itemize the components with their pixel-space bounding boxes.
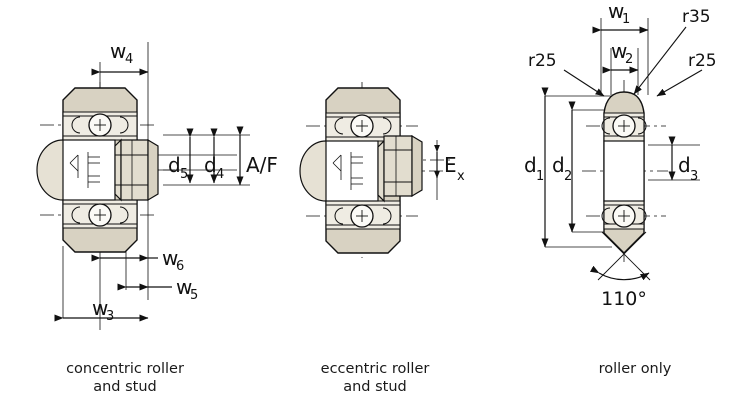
dim-label-r25-right: r25 (688, 51, 717, 71)
dim-label-d2: d (552, 153, 565, 177)
concentric-dim-w4: w 4 (91, 39, 149, 76)
concentric-dim-w6: w 6 (91, 246, 184, 274)
dim-label-w5: w (176, 275, 192, 299)
roller-only-leader-r25-left: r25 (528, 51, 605, 97)
dim-label-w6: w (162, 246, 178, 270)
dim-label-af: A/F (246, 153, 278, 177)
concentric-roller-body (36, 87, 138, 253)
roller-only-dim-d2: d 2 (552, 101, 576, 233)
dim-sub-w4: 4 (125, 52, 133, 67)
dim-sub-w6: 6 (176, 259, 184, 274)
dim-sub-w1: 1 (622, 12, 630, 27)
dim-label-w2: w (611, 39, 627, 63)
dim-sub-d1: 1 (536, 169, 544, 184)
dim-label-w4: w (110, 39, 126, 63)
roller-only-dim-w1: w 1 (592, 0, 649, 34)
dim-label-ex: E (444, 153, 457, 177)
dim-label-d4: d (204, 153, 217, 177)
concentric-dim-d4: d 4 (204, 128, 224, 184)
concentric-hex-nut (114, 138, 159, 202)
caption-roller-only: roller only (598, 361, 672, 377)
dim-label-w3: w (92, 296, 108, 320)
dim-label-r35: r35 (682, 7, 711, 27)
view-concentric-roller-and-stud: w 4 d 5 d 4 A/F w 6 w 5 (36, 39, 278, 330)
dim-label-d1: d (524, 153, 537, 177)
concentric-dim-d5: d 5 (168, 128, 194, 184)
dim-label-d5: d (168, 153, 181, 177)
view-eccentric-roller-and-stud: E x (299, 82, 465, 258)
view-roller-only: w 1 w 2 r25 r35 r25 d 1 d 2 (524, 0, 717, 310)
dim-sub-d3: 3 (690, 169, 698, 184)
roller-only-dim-w2: w 2 (602, 39, 639, 74)
dim-sub-d5: 5 (180, 167, 188, 182)
caption-concentric-roller-and-stud: concentric roller and stud (66, 361, 184, 395)
concentric-dim-w5: w 5 (117, 275, 198, 303)
dim-sub-w5: 5 (190, 288, 198, 303)
dim-sub-w2: 2 (625, 52, 633, 67)
roller-only-leader-r35: r35 (633, 7, 711, 95)
dim-label-w1: w (608, 0, 624, 23)
roller-only-body (601, 91, 647, 254)
dim-label-r25-left: r25 (528, 51, 557, 71)
concentric-dim-w3: w 3 (54, 296, 149, 324)
roller-only-dim-d3: d 3 (668, 136, 698, 184)
roller-only-dim-angle-110: 110° (589, 231, 651, 310)
roller-only-leader-r25-right: r25 (656, 51, 717, 97)
roller-only-dim-d1: d 1 (524, 87, 549, 248)
eccentric-roller-body (299, 87, 401, 254)
dim-sub-w3: 3 (106, 309, 114, 324)
dim-sub-d4: 4 (216, 167, 224, 182)
dim-sub-ex: x (457, 169, 465, 184)
dim-sub-d2: 2 (564, 169, 572, 184)
dim-label-d3: d (678, 153, 691, 177)
concentric-dim-af: A/F (236, 126, 278, 186)
caption-eccentric-roller-and-stud: eccentric roller and stud (320, 361, 430, 395)
eccentric-dim-ex: E x (434, 140, 465, 200)
eccentric-hex-nut (377, 134, 423, 203)
dim-label-angle-110: 110° (601, 288, 647, 310)
